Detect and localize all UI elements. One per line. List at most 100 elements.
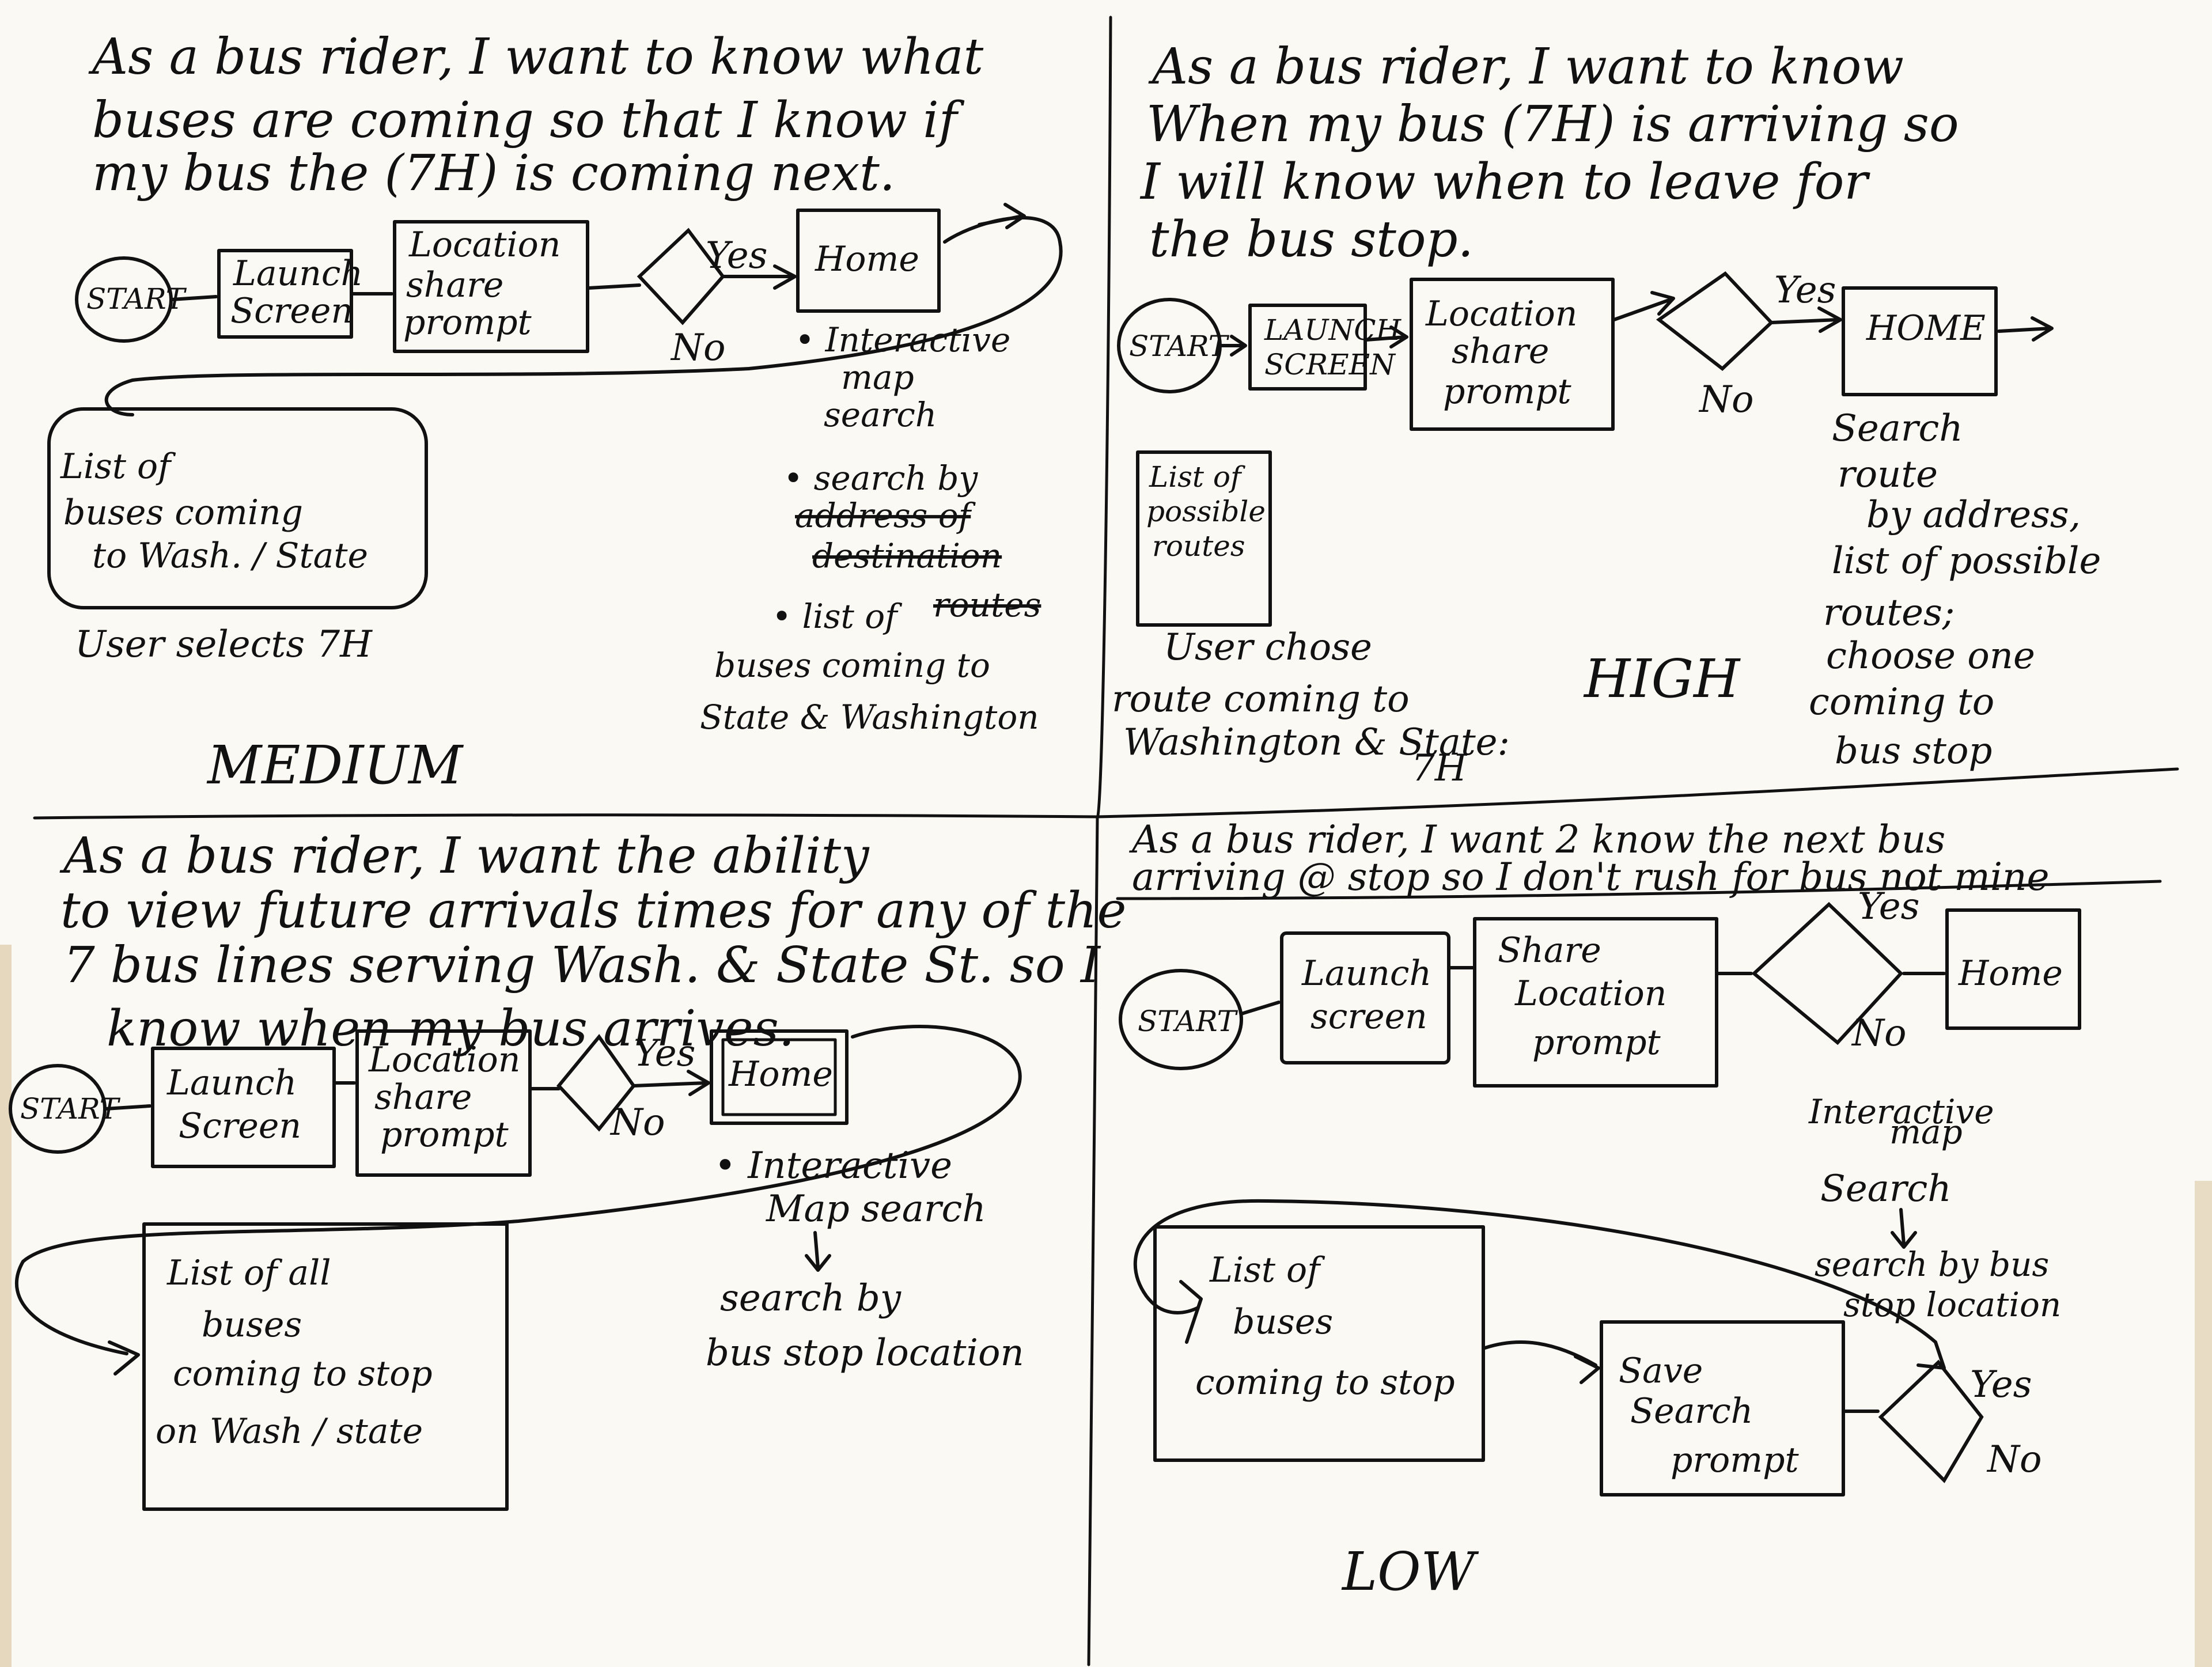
q4-decision2-diamond <box>1878 1359 1984 1483</box>
q2-note-2: route <box>1838 453 1938 496</box>
q1-launch-label-1: Launch <box>233 253 363 294</box>
q2-list-label-1: List of <box>1149 460 1245 494</box>
q2-edge-launch-share <box>1365 325 1408 348</box>
q1-story: As a bus rider, I want to know what buse… <box>88 28 984 202</box>
q2-share-label-1: Location <box>1425 294 1577 334</box>
vertical-divider <box>1087 16 1112 1666</box>
q3-share-label-2: share <box>374 1077 472 1117</box>
q2-launch-node <box>1248 304 1367 391</box>
q1-yes-label: Yes <box>706 234 767 277</box>
q2-story-line-4: the bus stop. <box>1149 211 1474 268</box>
q4-story-line-2: arriving @ stop so I don't rush for bus … <box>1132 855 2050 899</box>
q1-note-2: map <box>841 358 914 397</box>
q3-list-label-4: on Wash / state <box>156 1411 423 1452</box>
q2-note-8: bus stop <box>1835 730 1992 772</box>
q3-home-loop <box>15 1025 1022 1355</box>
q4-decision-diamond <box>1751 901 1904 1045</box>
q1-edge-share-decision <box>587 283 641 290</box>
q4-edge-list-save <box>1483 1340 1600 1384</box>
q2-note-3: by address, <box>1866 494 2081 536</box>
q2-note-5: routes; <box>1823 592 1955 634</box>
q1-share-label-3: prompt <box>403 302 532 343</box>
q4-note-arrow <box>1891 1208 1917 1249</box>
q4-start-label: START <box>1138 1005 1238 1038</box>
q3-home-notes: • Interactive Map search search by bus s… <box>706 1145 1024 1374</box>
q1-story-line-3: my bus the (7H) is coming next. <box>92 145 895 202</box>
q3-edge-start-launch <box>104 1104 151 1111</box>
q2-select-2: route coming to <box>1112 678 1410 721</box>
q3-story-line-3: 7 bus lines serving Wash. & State St. so… <box>63 937 1101 994</box>
q3-note-3: search by <box>720 1277 902 1320</box>
q2-edge-share-decision <box>1612 291 1675 321</box>
q1-home-arrow <box>978 203 1026 229</box>
q4-list-label-3: coming to stop <box>1195 1362 1455 1403</box>
q3-story: As a bus rider, I want the ability to vi… <box>59 827 1126 1058</box>
q1-note-9: buses coming to <box>714 646 990 685</box>
q1-launch-label-2: Screen <box>230 291 353 331</box>
q3-list-label-2: buses <box>202 1305 302 1345</box>
q3-story-line-2: to view future arrivals times for any of… <box>60 882 1126 939</box>
q1-no-label: No <box>670 327 726 369</box>
q3-share-node <box>355 1029 532 1177</box>
q2-decision-diamond <box>1656 271 1774 371</box>
q4-story-line-1: As a bus rider, I want 2 know the next b… <box>1128 817 1945 862</box>
q1-home-node <box>796 209 941 313</box>
q2-share-label-2: share <box>1452 331 1549 372</box>
q4-note-2: map <box>1889 1112 1963 1151</box>
q2-start-label: START <box>1129 329 1230 363</box>
q4-launch-label-2: screen <box>1310 997 1427 1037</box>
q1-home-loop <box>104 216 1063 416</box>
q2-story-line-1: As a bus rider, I want to know <box>1148 38 1904 96</box>
q2-select-4: 7H <box>1411 747 1468 790</box>
q1-share-label-1: Location <box>408 225 560 265</box>
q1-edge-start-launch <box>170 295 218 301</box>
q1-note-1: • Interactive <box>795 320 1010 359</box>
tabletop <box>0 945 12 1667</box>
q3-note-2: Map search <box>766 1188 986 1230</box>
q4-launch-node <box>1280 931 1450 1064</box>
q2-story: As a bus rider, I want to know When my b… <box>1139 38 1959 268</box>
q3-launch-node <box>151 1047 336 1168</box>
q1-note-3: search <box>824 395 937 434</box>
q3-list-node <box>142 1222 509 1511</box>
q3-list-arrow <box>108 1340 140 1376</box>
q1-story-line-2: buses are coming so that I know if <box>92 92 965 149</box>
q4-priority: LOW <box>1341 1541 1479 1602</box>
q2-list-label-3: routes <box>1152 529 1245 563</box>
q2-home-node <box>1842 286 1998 396</box>
q2-launch-label-2: SCREEN <box>1264 348 1396 381</box>
q3-story-line-1: As a bus rider, I want the ability <box>59 827 870 885</box>
q1-user-selects: User selects 7H <box>75 623 373 666</box>
q4-story-underline <box>1116 880 2162 900</box>
q1-priority: MEDIUM <box>206 734 464 796</box>
q2-yes-label: Yes <box>1774 269 1836 312</box>
q1-home-label: Home <box>815 239 919 279</box>
q4-start-node <box>1119 969 1243 1070</box>
q4-edge-start-launch <box>1240 1001 1281 1016</box>
q4-home-notes: Interactive map Search search by bus sto… <box>1808 1092 2061 1324</box>
q2-list-label-2: possible <box>1146 495 1266 528</box>
tabletop-right <box>2195 1181 2212 1667</box>
q4-save-label-2: Search <box>1630 1391 1753 1431</box>
q3-edge-decision-home <box>632 1070 710 1096</box>
q2-note-7: coming to <box>1809 681 1994 723</box>
q1-list-label-2: buses coming <box>63 492 303 533</box>
q1-story-line-1: As a bus rider, I want to know what <box>88 28 984 86</box>
q4-share-label-3: prompt <box>1532 1022 1661 1063</box>
q4-share-label-1: Share <box>1498 930 1601 971</box>
q4-launch-label-1: Launch <box>1301 953 1431 994</box>
q3-launch-label-2: Screen <box>179 1106 301 1146</box>
q3-decision-diamond <box>556 1034 636 1132</box>
q3-launch-label-1: Launch <box>166 1063 297 1103</box>
q1-note-8: routes <box>933 585 1041 624</box>
q4-note-4: search by bus <box>1815 1245 2049 1284</box>
q4-list-label-2: buses <box>1233 1302 1333 1342</box>
q2-no-label: No <box>1698 378 1754 421</box>
q2-share-node <box>1410 278 1615 431</box>
q1-note-7: • list of <box>772 597 903 636</box>
q4-no-label: No <box>1851 1012 1907 1055</box>
q2-note-6: choose one <box>1826 635 2035 677</box>
q1-list-node <box>47 407 428 609</box>
